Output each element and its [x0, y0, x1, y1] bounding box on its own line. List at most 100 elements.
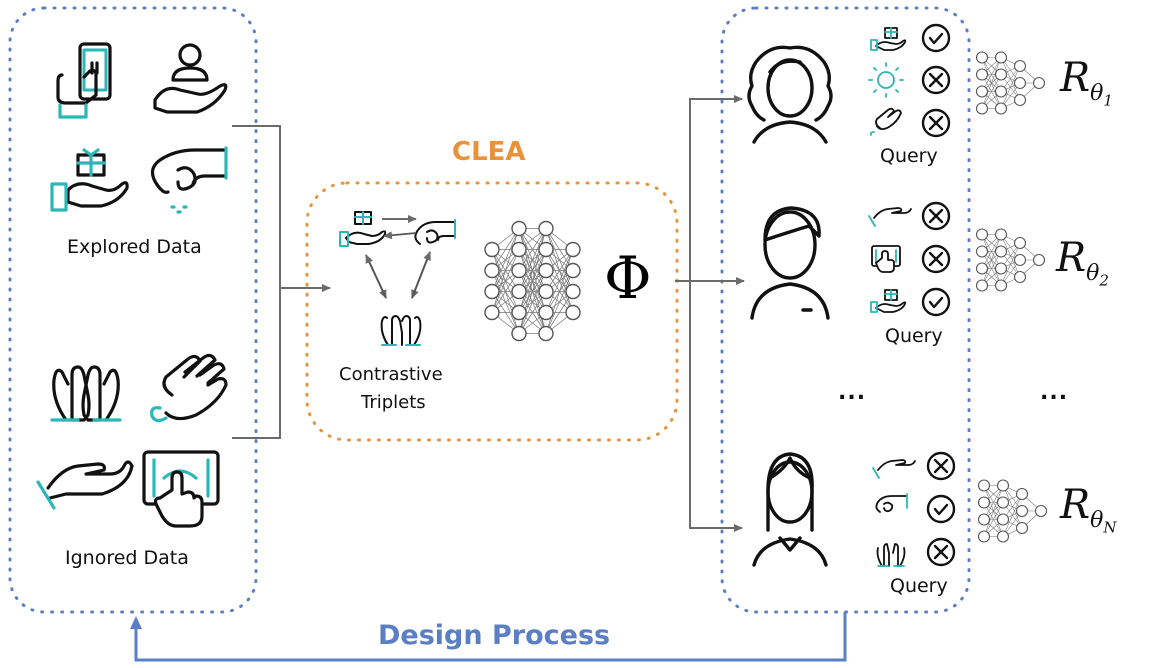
nn-edge — [491, 228, 520, 292]
nn-node — [996, 530, 1010, 543]
explored-data-label: Explored Data — [67, 236, 202, 258]
nn-node — [996, 496, 1010, 509]
query-label-3: Query — [890, 575, 948, 597]
nn-edge — [981, 251, 1002, 286]
check-circle-icon — [921, 287, 951, 317]
design-process-label: Design Process — [378, 620, 611, 651]
triplet-arrows — [365, 215, 431, 299]
nn-node — [1015, 504, 1029, 518]
nn-edge — [981, 234, 1002, 286]
nn-node — [994, 245, 1008, 258]
tablet-tap-icon — [56, 42, 112, 119]
cross-mark-icon — [928, 208, 944, 224]
user-3-avatar-icon — [752, 452, 828, 567]
nn-node — [975, 262, 989, 275]
nn-node — [565, 304, 581, 321]
nn-node — [484, 262, 500, 279]
check-mark-icon — [928, 296, 944, 309]
check-circle-icon — [921, 23, 951, 53]
nn-node — [1013, 270, 1027, 284]
praying-hands-icon — [50, 365, 122, 422]
nn-node — [975, 51, 989, 64]
nn-node — [977, 479, 991, 492]
nn-node — [994, 51, 1008, 64]
nn-node — [1034, 504, 1048, 518]
phi-symbol: Φ — [604, 244, 652, 312]
gift-hand-icon — [50, 148, 129, 212]
nn-node — [511, 325, 527, 342]
nn-edge — [518, 291, 547, 334]
branch-arrows — [675, 95, 745, 532]
clea-neural-network — [484, 220, 581, 342]
nn-edge — [983, 502, 1004, 537]
nn-edge — [1002, 493, 1023, 537]
nn-edge — [545, 249, 574, 334]
nn-edge — [491, 228, 520, 271]
reward-label-2: Rθ2 — [1056, 235, 1109, 290]
nn-node — [1032, 76, 1046, 90]
nn-node — [994, 262, 1008, 275]
nn-node — [975, 68, 989, 81]
nn-node — [975, 279, 989, 292]
query-icons — [868, 27, 916, 567]
contrastive-label: Contrastive — [339, 364, 443, 385]
check-mark-icon — [933, 503, 949, 516]
nn-edge — [491, 228, 520, 313]
nn-edge — [981, 57, 1002, 109]
nn-edge — [981, 57, 1002, 92]
nn-node — [538, 220, 554, 237]
touchscreen-tap-icon — [142, 450, 220, 528]
nn-edge — [518, 228, 547, 271]
nn-node — [975, 85, 989, 98]
data-panel-box — [8, 6, 258, 614]
user-1-avatar-icon — [747, 45, 833, 144]
nn-edge — [545, 249, 574, 292]
clea-box — [305, 181, 679, 442]
reward-network-n — [977, 479, 1048, 543]
pinch-hand-icon — [150, 146, 228, 214]
nn-edge — [518, 270, 547, 334]
nn-edge — [545, 291, 574, 334]
nn-node — [994, 228, 1008, 241]
feedback-marks — [921, 23, 956, 567]
nn-node — [977, 496, 991, 509]
nn-node — [996, 479, 1010, 492]
triplets-label: Triplets — [361, 392, 426, 413]
nn-edge — [491, 249, 520, 313]
check-circle-icon — [926, 494, 956, 524]
nn-edge — [545, 249, 574, 313]
design-process-arrow — [130, 612, 847, 662]
nn-edge — [1000, 65, 1021, 109]
nn-node — [511, 262, 527, 279]
cross-mark-icon — [933, 544, 949, 560]
cross-mark-icon — [928, 251, 944, 267]
clea-title: CLEA — [452, 137, 526, 167]
nn-node — [975, 228, 989, 241]
nn-node — [975, 102, 989, 115]
nn-node — [994, 85, 1008, 98]
nn-node — [484, 283, 500, 300]
waving-hand-icon — [150, 353, 228, 423]
cross-mark-icon — [933, 458, 949, 474]
nn-edge — [1000, 242, 1021, 286]
nn-edge — [545, 270, 574, 334]
nn-node — [565, 283, 581, 300]
nn-node — [511, 220, 527, 237]
nn-node — [1013, 253, 1027, 267]
reward-network-2 — [975, 228, 1046, 292]
reward-network-1 — [975, 51, 1046, 115]
merge-bracket — [232, 125, 331, 439]
nn-node — [977, 530, 991, 543]
users-ellipsis: ... — [838, 380, 867, 405]
reward-label-n: RθN — [1060, 482, 1117, 537]
nn-edge — [518, 228, 547, 313]
nn-node — [1013, 76, 1027, 90]
nn-node — [1013, 236, 1027, 250]
nn-node — [565, 262, 581, 279]
nn-node — [565, 241, 581, 258]
nn-node — [1015, 487, 1029, 501]
check-mark-icon — [928, 32, 944, 45]
nn-node — [511, 304, 527, 321]
user-2-avatar-icon — [750, 206, 830, 320]
nn-node — [994, 68, 1008, 81]
